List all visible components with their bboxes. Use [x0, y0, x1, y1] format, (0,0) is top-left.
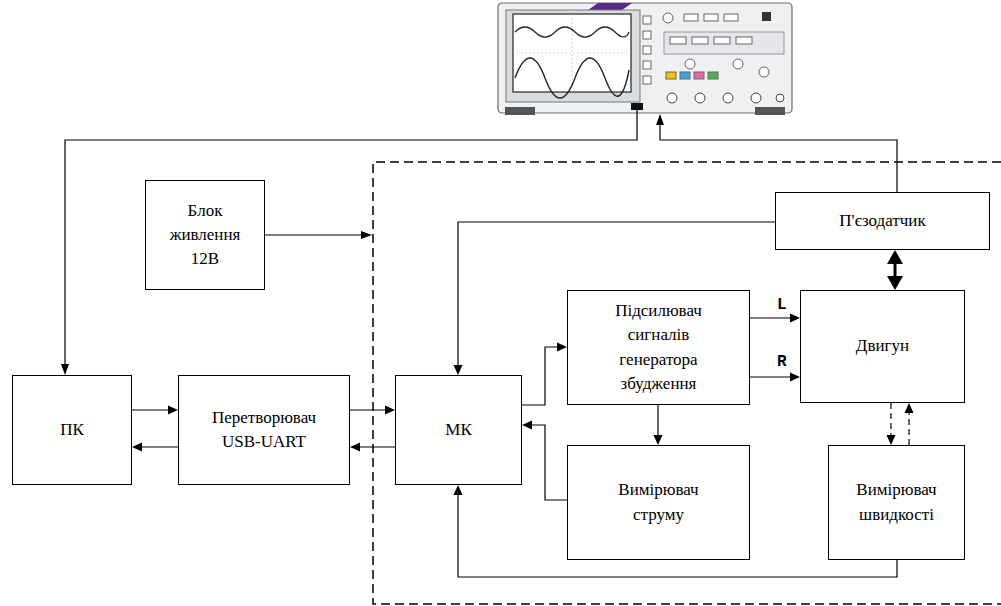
arrowhead [887, 276, 903, 290]
scope-button [670, 37, 686, 44]
signal-arrow [522, 347, 558, 405]
arrowhead [790, 373, 800, 382]
arrowhead [887, 250, 903, 264]
signal-arrow [141, 446, 178, 447]
signal-arrow [750, 376, 791, 377]
scope-foot [505, 107, 535, 115]
block-label: Вимірювач струму [604, 478, 714, 526]
power-wire [265, 234, 362, 235]
block-box: Вимірювач швидкості [828, 445, 965, 560]
probe-wire [660, 124, 897, 192]
block-label: Підсилювач сигналів генератора збудження [603, 299, 715, 396]
scope-button [704, 14, 718, 21]
arrowhead [132, 443, 142, 452]
scope-button [724, 14, 738, 21]
scope-wave [515, 27, 629, 37]
block-box: Підсилювач сигналів генератора збудження [567, 290, 750, 405]
scope-foot [755, 107, 785, 115]
scope-accent [588, 3, 632, 10]
scope-knob [759, 67, 769, 77]
arrowhead [168, 406, 178, 415]
scope-input [751, 93, 761, 103]
scope-button [762, 12, 771, 21]
signal-name: R [775, 354, 789, 372]
scope-button [694, 72, 704, 79]
signal-arrow [359, 446, 395, 447]
block-box: МК [395, 375, 522, 485]
scope-knob [733, 59, 743, 69]
scope-button [708, 72, 718, 79]
signal-arrow [350, 409, 386, 410]
scope-body [498, 3, 792, 113]
scope-button [643, 76, 651, 84]
signal-arrow [908, 412, 909, 445]
block-label: Блок живлення 12В [165, 199, 245, 271]
scope-knob [685, 59, 695, 69]
scope-input [723, 93, 733, 103]
scope-button [684, 14, 698, 21]
arrowhead [905, 403, 914, 413]
scope-bezel [506, 10, 640, 102]
signal-arrow [657, 405, 658, 436]
block-label: П'єзодатчик [839, 209, 925, 233]
scope-knob [663, 13, 673, 23]
arrowhead [61, 364, 69, 375]
scope-button [736, 37, 752, 44]
scope-input [695, 93, 705, 103]
signal-arrow [894, 263, 897, 277]
block-label: ПК [60, 418, 84, 442]
arrowhead [454, 485, 463, 495]
arrowhead [654, 435, 663, 445]
arrowhead [887, 435, 896, 445]
arrowhead [790, 314, 800, 323]
arrowhead [454, 365, 463, 375]
arrowhead [361, 231, 372, 239]
arrowhead [656, 114, 664, 125]
scope-panel [664, 32, 784, 54]
signal-arrow [531, 425, 567, 500]
scope-grid [513, 14, 631, 92]
scope-usb-port [631, 103, 643, 110]
usb-wire [65, 110, 637, 365]
scope-button [714, 37, 730, 44]
scope-button [643, 46, 651, 54]
block-box: Вимірювач струму [567, 445, 750, 560]
block-box: Перетворювач USB-UART [178, 375, 350, 485]
scope-button [666, 72, 676, 79]
signal-arrow [890, 403, 891, 436]
block-box: ПК [12, 375, 132, 485]
scope-button [692, 37, 708, 44]
block-label: Вимірювач швидкості [844, 478, 949, 526]
arrowhead [557, 343, 567, 352]
arrowhead [385, 406, 395, 415]
signal-name: L [775, 297, 789, 315]
block-label: Перетворювач USB-UART [199, 406, 329, 454]
signal-arrow [750, 317, 791, 318]
scope-button [680, 72, 690, 79]
block-label: Двигун [856, 334, 909, 358]
signal-arrow [132, 409, 169, 410]
scope-input [667, 93, 677, 103]
scope-screen [513, 14, 631, 92]
arrowhead [522, 421, 532, 430]
oscilloscope [498, 3, 792, 115]
scope-button [643, 31, 651, 39]
enclosure-dashed-border [373, 162, 1001, 604]
scope-button [643, 61, 651, 69]
scope-input [776, 94, 784, 102]
scope-button [643, 16, 651, 24]
block-box: П'єзодатчик [775, 192, 990, 250]
block-label: МК [445, 418, 471, 442]
arrowhead [350, 443, 360, 452]
block-box: Блок живлення 12В [145, 180, 265, 290]
scope-wave [515, 58, 629, 98]
block-box: Двигун [800, 290, 965, 403]
